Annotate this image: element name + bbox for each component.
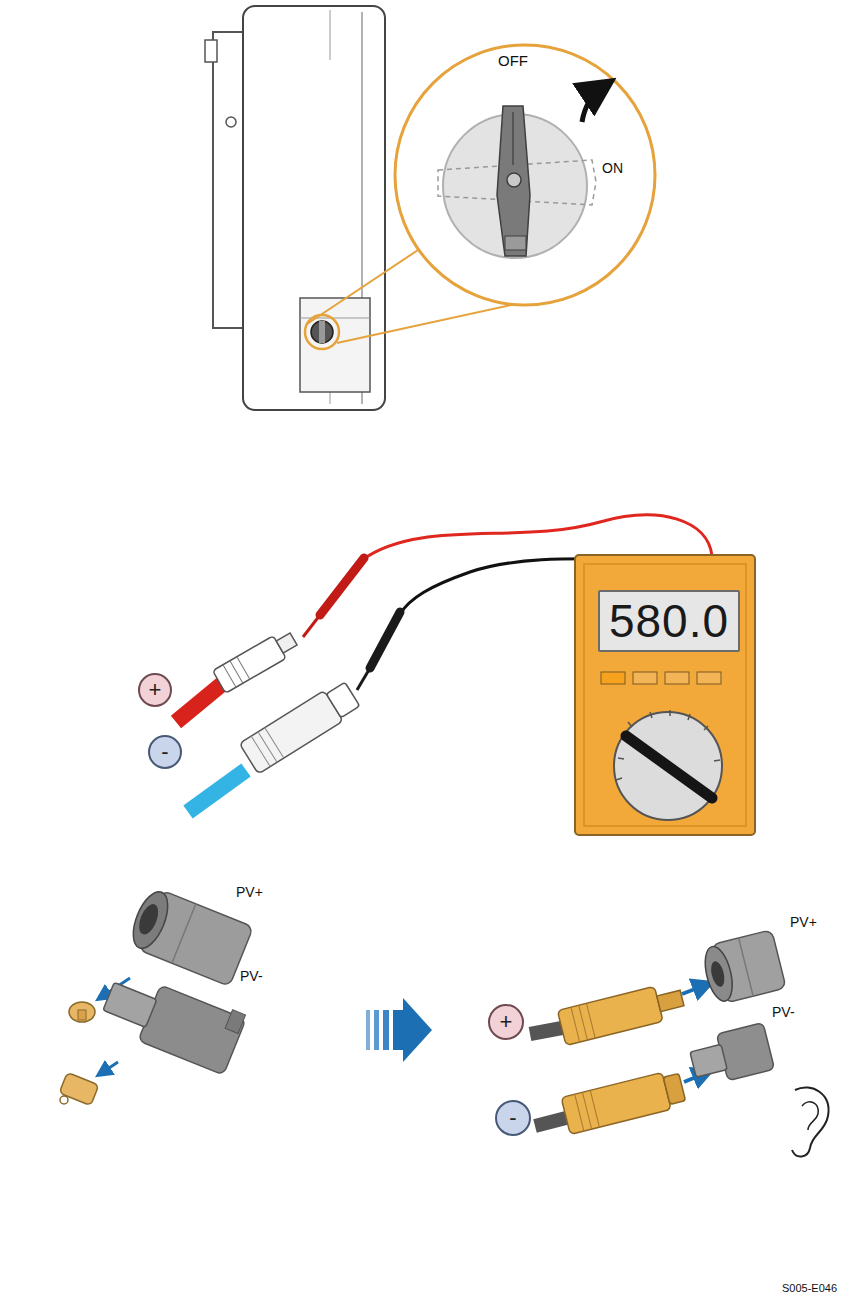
inverter-pv-positive-terminal: [700, 930, 786, 1006]
inverter-housing: [205, 6, 385, 410]
inverter-pv-negative-terminal: [97, 965, 247, 1075]
dc-switch-small: [305, 315, 339, 349]
polarity-sign: -: [509, 1107, 516, 1129]
switch-position-label: OFF: [498, 52, 528, 69]
polarity-circle: +: [138, 673, 172, 707]
terminal-label: PV+: [236, 884, 263, 900]
pv-negative-connector: [561, 1069, 687, 1135]
polarity-circle: -: [148, 735, 182, 769]
inverter-pv-positive-terminal: [126, 885, 254, 986]
dust-cap: [59, 1062, 118, 1106]
polarity-sign: -: [161, 741, 168, 763]
pv-positive-connector: [557, 981, 686, 1046]
inverter-pv-negative-terminal: [687, 1023, 774, 1088]
switch-position-label: ON: [602, 160, 623, 176]
terminal-label: PV+: [790, 914, 817, 930]
polarity-circle: -: [495, 1100, 531, 1136]
terminal-label: PV-: [772, 1004, 795, 1020]
probe-red: [303, 558, 364, 637]
cable-positive: [176, 684, 222, 722]
connector-positive: [213, 628, 300, 694]
dc-switch-detail: [395, 45, 655, 305]
polarity-circle: +: [488, 1004, 524, 1040]
cable-negative: [188, 770, 246, 812]
meter-display: 580.0: [598, 590, 740, 652]
connector-negative: [239, 679, 362, 774]
terminal-label: PV-: [240, 968, 263, 984]
pv-cable: [530, 1028, 566, 1126]
multimeter: [575, 555, 755, 835]
probe-black: [357, 612, 400, 690]
polarity-sign: +: [500, 1011, 513, 1033]
step-arrow: [366, 998, 432, 1062]
meter-reading: 580.0: [609, 594, 729, 648]
polarity-sign: +: [149, 679, 162, 701]
click-sound-icon: [792, 1088, 829, 1157]
figure-code: S005-E046: [782, 1282, 837, 1294]
